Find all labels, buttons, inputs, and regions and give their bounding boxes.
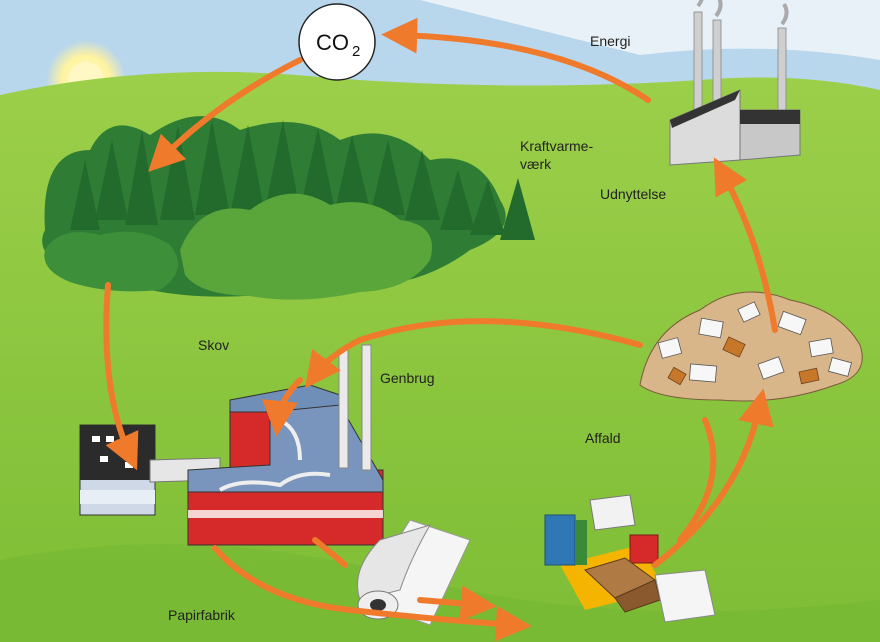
label-udnyttelse: Udnyttelse [600, 186, 666, 202]
cloud [420, 0, 880, 60]
arrow-genbrug-into-factory [262, 377, 303, 437]
household-waste-icon [544, 494, 716, 623]
co2-subscript: 2 [352, 43, 360, 60]
co2-label: CO [316, 30, 349, 55]
label-kraftvarme-2: værk [520, 156, 552, 172]
label-kraftvarme-1: Kraftvarme- [520, 138, 593, 154]
arrow-forest-to-factory [103, 282, 139, 471]
cycle-arrows [103, 17, 778, 642]
arrow-waste-to-heap [652, 388, 774, 568]
label-papirfabrik: Papirfabrik [168, 607, 236, 623]
label-skov: Skov [198, 337, 229, 353]
arrow-factory-to-paper [212, 545, 532, 642]
arrow-genbrug-heap-to-factory [304, 318, 643, 389]
label-affald: Affald [585, 430, 621, 446]
label-genbrug: Genbrug [380, 370, 434, 386]
arrow-factory-side [312, 537, 348, 568]
arrow-affald-loop [677, 417, 717, 543]
label-energi: Energi [590, 33, 630, 49]
arrow-paper-roll [417, 585, 497, 622]
arrow-heap-to-powerplant [713, 157, 778, 333]
co2-bubble: CO 2 [298, 3, 376, 81]
arrow-energy-to-co2 [381, 17, 651, 103]
waste-pile-icon [639, 291, 863, 402]
power-plant-icon [669, 0, 801, 166]
arrow-co2-to-forest [148, 57, 303, 172]
